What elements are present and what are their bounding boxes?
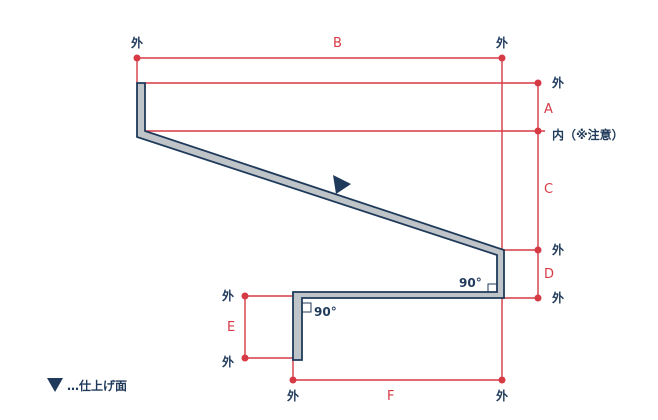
dot-c-bottom xyxy=(534,246,542,254)
outside-label-d-bottom: 外 xyxy=(552,290,564,305)
dot-d-bottom xyxy=(534,294,542,302)
outside-label-b-right: 外 xyxy=(496,35,508,50)
outside-label-e-top: 外 xyxy=(222,288,234,303)
angle-label-right: 90° xyxy=(459,276,482,290)
inside-note-label: 内（※注意） xyxy=(552,127,624,142)
dimension-label-d: D xyxy=(544,267,554,282)
outside-label-b-left: 外 xyxy=(131,35,143,50)
dot-f-right xyxy=(498,376,506,384)
dot-f-left xyxy=(289,376,297,384)
sheet-profile xyxy=(136,82,505,361)
angle-label-left: 90° xyxy=(314,305,337,319)
outside-label-f-right: 外 xyxy=(496,388,508,403)
outside-label-a-top: 外 xyxy=(552,75,564,90)
dot-b-left xyxy=(133,54,141,62)
dimension-label-f: F xyxy=(387,389,394,404)
dot-b-right xyxy=(498,54,506,62)
dimension-lines xyxy=(136,57,545,381)
dimension-label-c: C xyxy=(544,182,553,197)
outside-label-e-bottom: 外 xyxy=(222,354,234,369)
dimension-dots xyxy=(133,54,542,384)
legend-triangle-down-icon xyxy=(47,378,63,392)
dimension-label-a: A xyxy=(544,102,553,117)
right-angle-marker-left xyxy=(301,302,312,313)
dimension-label-e: E xyxy=(227,320,235,335)
outside-label-f-left: 外 xyxy=(287,388,299,403)
outside-label-c-bottom: 外 xyxy=(552,242,564,257)
dot-e-bottom xyxy=(241,354,249,362)
dot-e-top xyxy=(241,292,249,300)
legend-label: …仕上げ面 xyxy=(67,378,127,393)
right-angle-marker-right xyxy=(487,283,498,293)
dot-a-top xyxy=(534,79,542,87)
dimension-label-b: B xyxy=(333,36,342,51)
dot-a-inside xyxy=(534,127,542,135)
finish-marker-icon xyxy=(333,175,351,194)
